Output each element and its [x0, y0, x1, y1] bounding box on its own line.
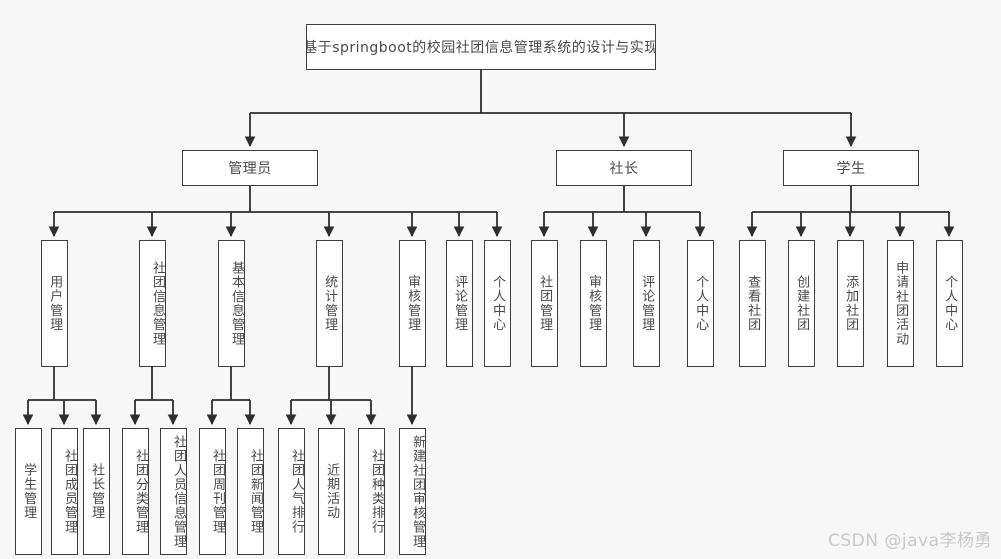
node-club-weekly-management[interactable]: 社团周刊管理: [199, 428, 226, 555]
node-club-type-ranking[interactable]: 社团种类排行: [358, 428, 385, 555]
node-club-member-management-label: 社团成员管理: [62, 448, 77, 535]
node-club-member-management[interactable]: 社团成员管理: [51, 428, 78, 555]
node-comment-management-label: 评论管理: [452, 275, 468, 332]
node-president-audit-management-label: 审核管理: [586, 275, 602, 332]
node-president-audit-management[interactable]: 审核管理: [580, 240, 607, 367]
node-club-category-management[interactable]: 社团分类管理: [122, 428, 149, 555]
node-club-info-management[interactable]: 社团信息管理: [139, 240, 166, 367]
node-join-club-label: 添加社团: [843, 275, 859, 332]
node-president-club-management[interactable]: 社团管理: [531, 240, 558, 367]
node-basic-info-management-label: 基本信息管理: [229, 260, 244, 347]
node-basic-info-management[interactable]: 基本信息管理: [218, 240, 245, 367]
node-user-management-label: 用户管理: [47, 275, 63, 332]
node-president-comment-management-label: 评论管理: [639, 275, 655, 332]
node-apply-club-activity-label: 申请社团活动: [893, 260, 909, 347]
node-view-club[interactable]: 查看社团: [739, 240, 766, 367]
node-club-personnel-info-management[interactable]: 社团人员信息管理: [160, 428, 187, 555]
node-president-label: 社长: [609, 161, 639, 177]
node-statistics-management[interactable]: 统计管理: [316, 240, 343, 367]
node-admin-personal-center[interactable]: 个人中心: [484, 240, 511, 367]
node-new-club-audit-management-label: 新建社团审核管理: [410, 434, 425, 549]
node-audit-management[interactable]: 审核管理: [399, 240, 426, 367]
node-club-type-ranking-label: 社团种类排行: [369, 448, 384, 535]
node-join-club[interactable]: 添加社团: [837, 240, 864, 367]
node-club-popularity-ranking-label: 社团人气排行: [289, 448, 304, 535]
node-club-news-management-label: 社团新闻管理: [248, 448, 263, 535]
node-student-management[interactable]: 学生管理: [15, 428, 42, 555]
node-root-label: 基于springboot的校园社团信息管理系统的设计与实现: [306, 40, 656, 56]
node-student[interactable]: 学生: [783, 150, 919, 186]
node-club-news-management[interactable]: 社团新闻管理: [237, 428, 264, 555]
node-student-management-label: 学生管理: [21, 463, 37, 520]
node-comment-management[interactable]: 评论管理: [446, 240, 473, 367]
node-president[interactable]: 社长: [556, 150, 692, 186]
node-club-category-management-label: 社团分类管理: [133, 448, 148, 535]
node-audit-management-label: 审核管理: [405, 275, 421, 332]
node-root[interactable]: 基于springboot的校园社团信息管理系统的设计与实现: [306, 24, 656, 70]
node-club-popularity-ranking[interactable]: 社团人气排行: [278, 428, 305, 555]
node-student-personal-center-label: 个人中心: [942, 275, 958, 332]
node-statistics-management-label: 统计管理: [322, 275, 338, 332]
node-admin[interactable]: 管理员: [182, 150, 318, 186]
node-president-management-label: 社长管理: [89, 463, 105, 520]
node-admin-personal-center-label: 个人中心: [490, 275, 506, 332]
node-user-management[interactable]: 用户管理: [41, 240, 68, 367]
node-president-club-management-label: 社团管理: [537, 275, 553, 332]
node-president-personal-center[interactable]: 个人中心: [687, 240, 714, 367]
node-view-club-label: 查看社团: [745, 275, 761, 332]
node-club-personnel-info-management-label: 社团人员信息管理: [171, 434, 186, 549]
node-recent-activities[interactable]: 近期活动: [318, 428, 345, 555]
node-president-management[interactable]: 社长管理: [83, 428, 110, 555]
watermark: CSDN @java李杨勇: [828, 531, 992, 551]
node-club-weekly-management-label: 社团周刊管理: [210, 448, 225, 535]
node-student-personal-center[interactable]: 个人中心: [936, 240, 963, 367]
node-club-info-management-label: 社团信息管理: [150, 260, 165, 347]
node-create-club-label: 创建社团: [794, 275, 810, 332]
node-new-club-audit-management[interactable]: 新建社团审核管理: [399, 428, 426, 555]
node-president-personal-center-label: 个人中心: [693, 275, 709, 332]
node-apply-club-activity[interactable]: 申请社团活动: [887, 240, 914, 367]
node-president-comment-management[interactable]: 评论管理: [633, 240, 660, 367]
node-recent-activities-label: 近期活动: [324, 463, 340, 520]
node-admin-label: 管理员: [228, 161, 272, 177]
node-student-label: 学生: [836, 161, 866, 177]
node-create-club[interactable]: 创建社团: [788, 240, 815, 367]
